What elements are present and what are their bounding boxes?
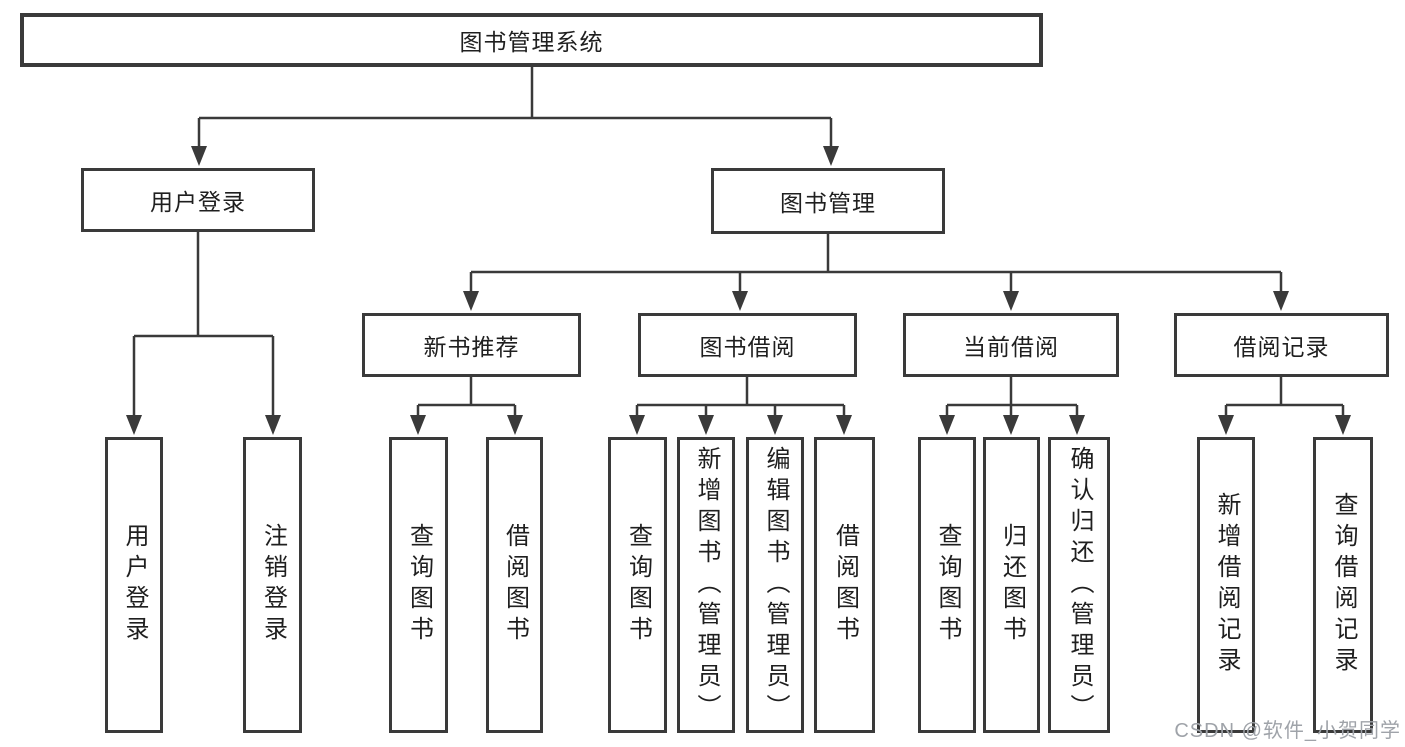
leaf-records-query: 查询借阅记录 <box>1313 437 1373 733</box>
node-borrow-records-label: 借阅记录 <box>1233 334 1330 360</box>
node-user-login-label: 用户登录 <box>150 189 246 215</box>
node-root-label: 图书管理系统 <box>459 29 604 55</box>
leaf-borrow-query-label: 查询图书 <box>624 523 652 647</box>
leaf-logout: 注销登录 <box>243 437 302 733</box>
csdn-watermark: CSDN @软件_小贺同学 <box>1174 720 1401 742</box>
leaf-newbooks-query-label: 查询图书 <box>405 523 433 647</box>
node-root: 图书管理系统 <box>20 13 1043 67</box>
node-current-borrow: 当前借阅 <box>903 313 1119 377</box>
leaf-records-add-label: 新增借阅记录 <box>1213 492 1240 678</box>
leaf-user-login: 用户登录 <box>105 437 163 733</box>
leaf-borrow-add: 新增图书（管理员） <box>677 437 735 733</box>
leaf-borrow-query: 查询图书 <box>608 437 667 733</box>
leaf-borrow-edit-label: 编辑图书（管理员） <box>762 445 789 725</box>
node-current-borrow-label: 当前借阅 <box>963 334 1059 360</box>
leaf-user-login-label: 用户登录 <box>121 523 148 647</box>
leaf-borrow-book: 借阅图书 <box>814 437 875 733</box>
arrowheads <box>126 146 1351 435</box>
node-new-books: 新书推荐 <box>362 313 581 377</box>
leaf-logout-label: 注销登录 <box>259 523 287 647</box>
node-book-mgmt: 图书管理 <box>711 168 945 234</box>
node-book-borrow-label: 图书借阅 <box>699 334 796 360</box>
leaf-current-return: 归还图书 <box>983 437 1040 733</box>
leaf-current-confirm: 确认归还（管理员） <box>1048 437 1110 733</box>
leaf-current-confirm-label: 确认归还（管理员） <box>1066 445 1093 725</box>
connector-stems <box>132 67 1345 419</box>
leaf-borrow-book-label: 借阅图书 <box>831 523 859 647</box>
leaf-newbooks-borrow: 借阅图书 <box>486 437 543 733</box>
leaf-records-query-label: 查询借阅记录 <box>1330 492 1357 678</box>
leaf-borrow-edit: 编辑图书（管理员） <box>746 437 804 733</box>
leaf-newbooks-borrow-label: 借阅图书 <box>501 523 529 647</box>
leaf-borrow-add-label: 新增图书（管理员） <box>693 445 720 725</box>
leaf-records-add: 新增借阅记录 <box>1197 437 1255 733</box>
node-user-login: 用户登录 <box>81 168 315 232</box>
leaf-current-query-label: 查询图书 <box>934 523 961 647</box>
leaf-current-query: 查询图书 <box>918 437 976 733</box>
node-book-mgmt-label: 图书管理 <box>780 190 876 216</box>
leaf-current-return-label: 归还图书 <box>998 523 1026 647</box>
node-borrow-records: 借阅记录 <box>1174 313 1389 377</box>
node-new-books-label: 新书推荐 <box>423 334 520 360</box>
leaf-newbooks-query: 查询图书 <box>389 437 448 733</box>
node-book-borrow: 图书借阅 <box>638 313 857 377</box>
